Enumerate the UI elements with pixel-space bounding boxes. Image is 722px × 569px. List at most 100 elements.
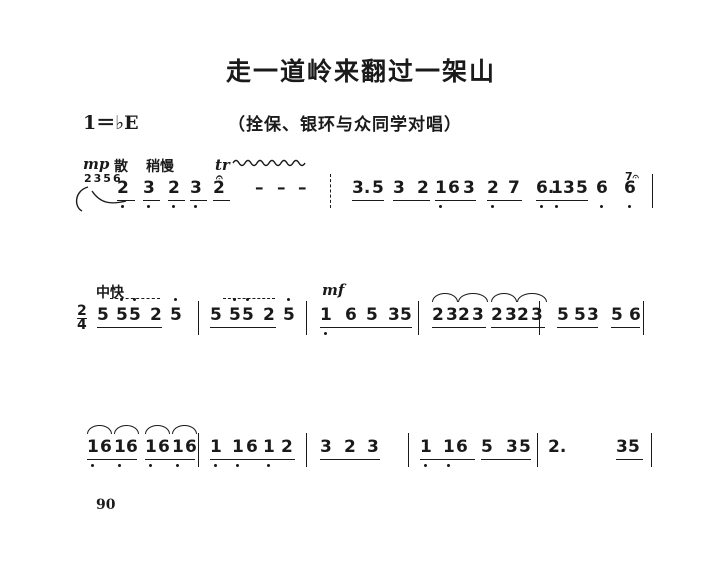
note: 5 [170,305,182,325]
octave-down-dot [214,464,217,467]
dashed-marking [110,298,160,299]
note: 5 [372,178,384,198]
trill-wave-icon [232,159,306,167]
note: 2. [548,437,567,457]
note: 6 [158,437,170,457]
note: 5 [366,305,378,325]
tie-arc-icon [172,425,197,434]
note: 5 [242,305,254,325]
note: 7 [508,178,520,198]
time-signature: 2 4 [77,304,87,333]
note: 3 [506,437,518,457]
performers-note: （拴保、银环与众同学对唱） [228,115,462,135]
octave-down-dot [324,332,327,335]
bar-line [330,174,331,208]
note: 2 [150,305,162,325]
octave-up-dot [120,298,123,301]
tie-arc-icon [87,425,112,434]
octave-down-dot [439,205,442,208]
trill-mark: tr [215,156,230,174]
tempo-mid: 中快 [96,285,124,301]
underline-beam [320,327,412,328]
bar-line [408,433,409,467]
song-title: 走一道岭来翻过一架山 [225,57,496,86]
bar-line [418,301,419,335]
note: 5 [283,305,295,325]
bar-line [651,433,652,467]
note: 5 [557,305,569,325]
note: 3 [388,305,400,325]
underline-beam [487,200,522,201]
bar-line [198,301,199,335]
note: 6. [536,178,555,198]
note: 5 [611,305,623,325]
octave-down-dot [600,205,603,208]
note: 6 [185,437,197,457]
note: 5 [628,437,640,457]
note: 1 [210,437,222,457]
note: 5 [574,305,586,325]
time-signature-denominator: 4 [77,317,87,333]
underline-beam [432,327,486,328]
page-number: 90 [96,497,116,513]
tie-arc-icon [491,293,517,302]
note: 2 [168,178,180,198]
dashed-marking [223,298,275,299]
note: 2 [344,437,356,457]
note: 1 [145,437,157,457]
underline-beam [491,327,545,328]
octave-down-dot [267,464,270,467]
bar-line [537,433,538,467]
underline-beam [611,327,640,328]
note: 6 [100,437,112,457]
note: 6 [345,305,357,325]
note: 1 [551,178,563,198]
note: 2 [432,305,444,325]
note: 1 [263,437,275,457]
note: 6 [456,437,468,457]
note: 2 [417,178,429,198]
note: 5 [210,305,222,325]
note: 2 [517,305,529,325]
note: 5 [400,305,412,325]
octave-down-dot [147,205,150,208]
dynamic-mp: mp [83,155,110,173]
note: 2 [117,178,129,198]
note: 5 [519,437,531,457]
octave-down-dot [149,464,152,467]
octave-down-dot [172,205,175,208]
note: 6 [126,437,138,457]
note: 5 [129,305,141,325]
bar-line [306,433,307,467]
octave-down-dot [118,464,121,467]
octave-down-dot [194,205,197,208]
underline-beam [210,459,295,460]
octave-up-dot [174,298,177,301]
tie-arc-icon [114,425,139,434]
note: 3 [393,178,405,198]
note: 1 [87,437,99,457]
octave-up-dot [246,298,249,301]
bar-line [539,301,540,335]
note: 6 [246,437,258,457]
octave-down-dot [424,464,427,467]
note: 3 [505,305,517,325]
note: 6 [448,178,460,198]
note: 3. [352,178,371,198]
note: 6 [624,178,636,198]
note: 3 [446,305,458,325]
dynamic-mf: mf [322,281,345,299]
note: 3 [143,178,155,198]
tempo-free: 散 [114,159,128,175]
underline-beam [190,200,207,201]
tie-arc-icon [432,293,458,302]
underline-beam [551,200,588,201]
note: 1 [320,305,332,325]
note: 1 [232,437,244,457]
octave-up-dot [287,298,290,301]
note: 2 [487,178,499,198]
bar-line [643,301,644,335]
tie-arc-icon [517,293,547,302]
note: 3 [587,305,599,325]
tempo-slow: 稍慢 [146,159,174,175]
